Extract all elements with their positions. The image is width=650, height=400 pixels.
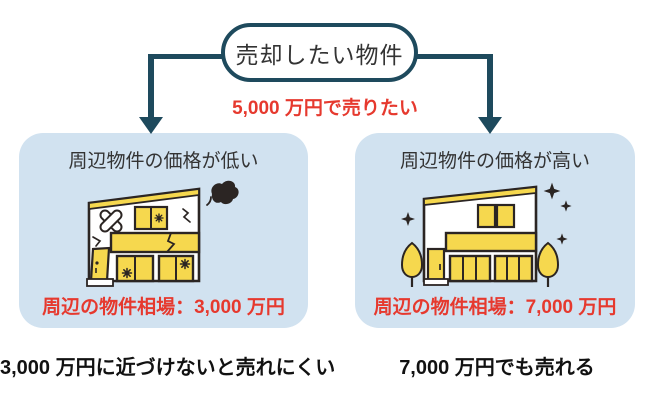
source-property-node: 売却したい物件: [221, 23, 418, 82]
down-arrow-icon: [478, 117, 502, 134]
low-price-area-panel: 周辺物件の価格が低い: [19, 133, 308, 328]
connector-left-horizontal: [148, 54, 226, 59]
down-arrow-icon: [139, 117, 163, 134]
low-price-caption: 3,000 万円に近づけないと売れにくい: [0, 357, 336, 379]
source-property-label: 売却したい物件: [235, 41, 404, 68]
low-market-price-label: 周辺の物件相場：3,000 万円: [42, 297, 285, 318]
connector-right-horizontal: [414, 54, 493, 59]
damaged-house-icon: [85, 180, 239, 287]
high-price-area-panel: 周辺物件の価格が高い: [355, 133, 635, 328]
desired-price-label: 5,000 万円で売りたい: [232, 98, 418, 119]
high-price-caption: 7,000 万円でも売れる: [399, 357, 595, 379]
connector-left-vertical: [148, 54, 154, 118]
high-market-price-label: 周辺の物件相場：7,000 万円: [373, 297, 617, 318]
high-price-area-heading: 周辺物件の価格が高い: [399, 151, 590, 172]
sparkling-house-icon: [400, 182, 572, 287]
low-price-area-heading: 周辺物件の価格が低い: [68, 151, 259, 172]
connector-right-vertical: [487, 54, 493, 118]
